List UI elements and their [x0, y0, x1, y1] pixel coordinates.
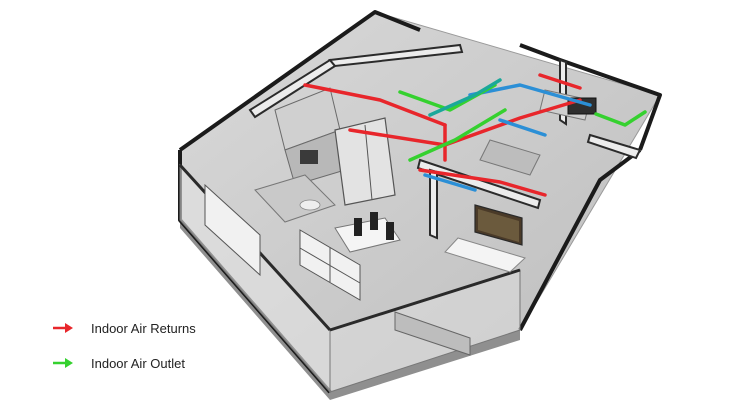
- front-windows: [204, 183, 361, 301]
- kitchen-cabinets: [274, 87, 346, 186]
- legend-item-returns: Indoor Air Returns: [52, 319, 196, 337]
- legend-label-outlet: Indoor Air Outlet: [91, 355, 185, 371]
- red-arrow-icon: [53, 323, 73, 333]
- sofa: [394, 311, 471, 356]
- green-arrow-icon: [53, 358, 73, 368]
- legend-item-outlet: Indoor Air Outlet: [52, 354, 185, 372]
- dining-table: [334, 212, 401, 253]
- supply-ducts: [423, 83, 592, 192]
- return-ducts: [303, 73, 582, 197]
- refrigerator: [334, 117, 396, 206]
- living-room-tv: [444, 204, 526, 273]
- kitchen-island: [254, 174, 336, 223]
- mixed-ducts: [428, 78, 502, 117]
- legend-label-returns: Indoor Air Returns: [91, 320, 196, 336]
